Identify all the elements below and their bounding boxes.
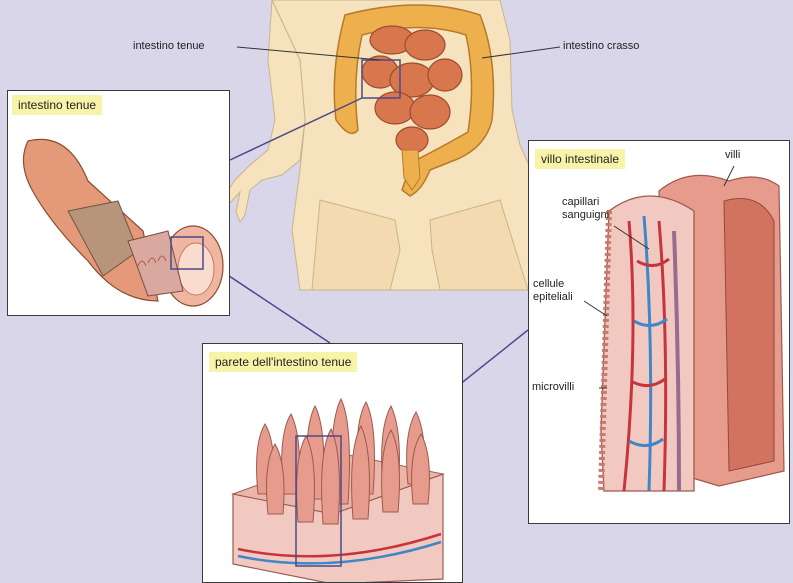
panel-title-small-intestine: intestino tenue bbox=[12, 95, 102, 115]
panel-intestinal-villus: villo intestinale villi capillari sangui… bbox=[528, 140, 790, 524]
panel-intestinal-wall: parete dell'intestino tenue bbox=[202, 343, 463, 583]
small-intestine-tube-illustration bbox=[8, 91, 230, 316]
label-large-intestine: intestino crasso bbox=[563, 40, 639, 53]
villus-back-2 bbox=[724, 199, 774, 472]
label-small-intestine: intestino tenue bbox=[133, 40, 205, 53]
intestinal-wall-illustration bbox=[203, 344, 463, 583]
label-epithelial-cells: cellule epiteliali bbox=[533, 278, 573, 304]
label-microvilli: microvilli bbox=[532, 381, 574, 394]
label-villi: villi bbox=[725, 149, 740, 162]
panel-title-intestinal-villus: villo intestinale bbox=[535, 149, 625, 169]
panel-small-intestine: intestino tenue bbox=[7, 90, 230, 316]
label-blood-capillaries: capillari sanguigni bbox=[562, 196, 609, 222]
panel-title-intestinal-wall: parete dell'intestino tenue bbox=[209, 352, 357, 372]
